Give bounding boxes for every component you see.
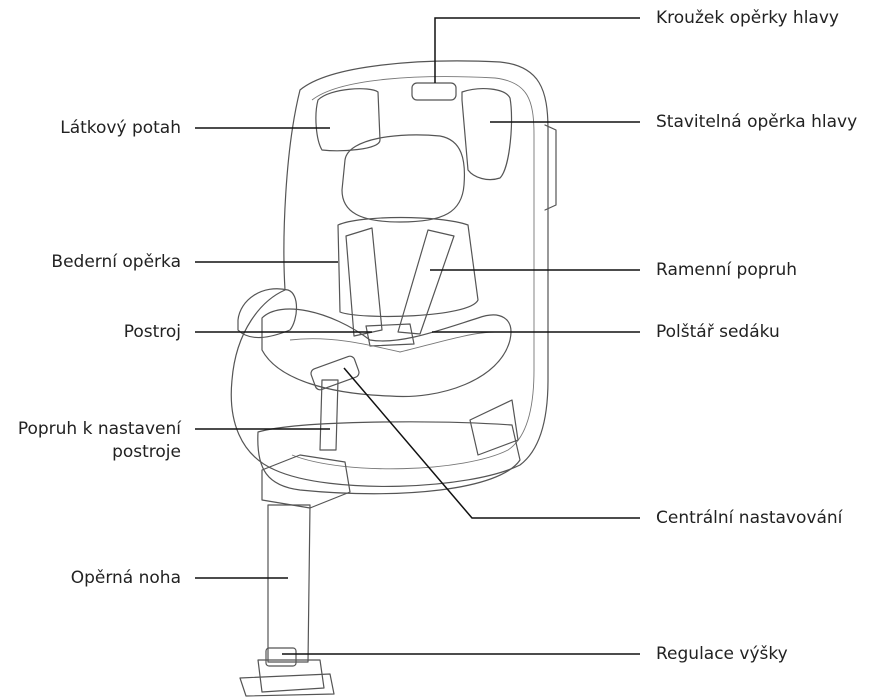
- head-pillow: [342, 135, 464, 222]
- label-shoulder-strap: Ramenní popruh: [656, 259, 797, 281]
- headrest-side-left: [316, 89, 380, 151]
- arm-pad-left: [238, 289, 297, 338]
- base-side: [470, 400, 518, 455]
- side-wing-right: [545, 125, 556, 210]
- seat-cushion-shape: [262, 309, 511, 396]
- seat-cushion-inner: [290, 332, 495, 352]
- headrest-side-right: [462, 89, 512, 180]
- seat-inner-rim: [292, 77, 534, 469]
- leader-headrest-ring: [435, 18, 640, 83]
- shoulder-strap-right: [398, 230, 454, 334]
- leader-central-adjuster: [344, 368, 640, 518]
- base: [258, 422, 520, 494]
- support-leg-shape: [268, 505, 310, 662]
- harness-buckle: [366, 324, 414, 346]
- label-fabric-cover: Látkový potah: [60, 117, 181, 139]
- foot-plate: [240, 674, 334, 696]
- headrest-ring-shape: [412, 83, 456, 100]
- label-central-adjuster: Centrální nastavování: [656, 507, 842, 529]
- label-harness: Postroj: [124, 321, 181, 343]
- label-harness-adjust-strap-line1: Popruh k nastavení: [18, 418, 181, 440]
- label-seat-cushion: Polštář sedáku: [656, 321, 780, 343]
- shoulder-strap-left: [346, 228, 382, 336]
- label-harness-adjust-strap-line2: postroje: [112, 441, 181, 463]
- label-lumbar-support: Bederní opěrka: [51, 251, 181, 273]
- label-support-leg: Opěrná noha: [71, 567, 181, 589]
- label-height-regulation: Regulace výšky: [656, 643, 788, 665]
- label-adjustable-headrest: Stavitelná opěrka hlavy: [656, 111, 857, 133]
- label-headrest-ring: Kroužek opěrky hlavy: [656, 7, 839, 29]
- height-regulator-button: [266, 648, 296, 666]
